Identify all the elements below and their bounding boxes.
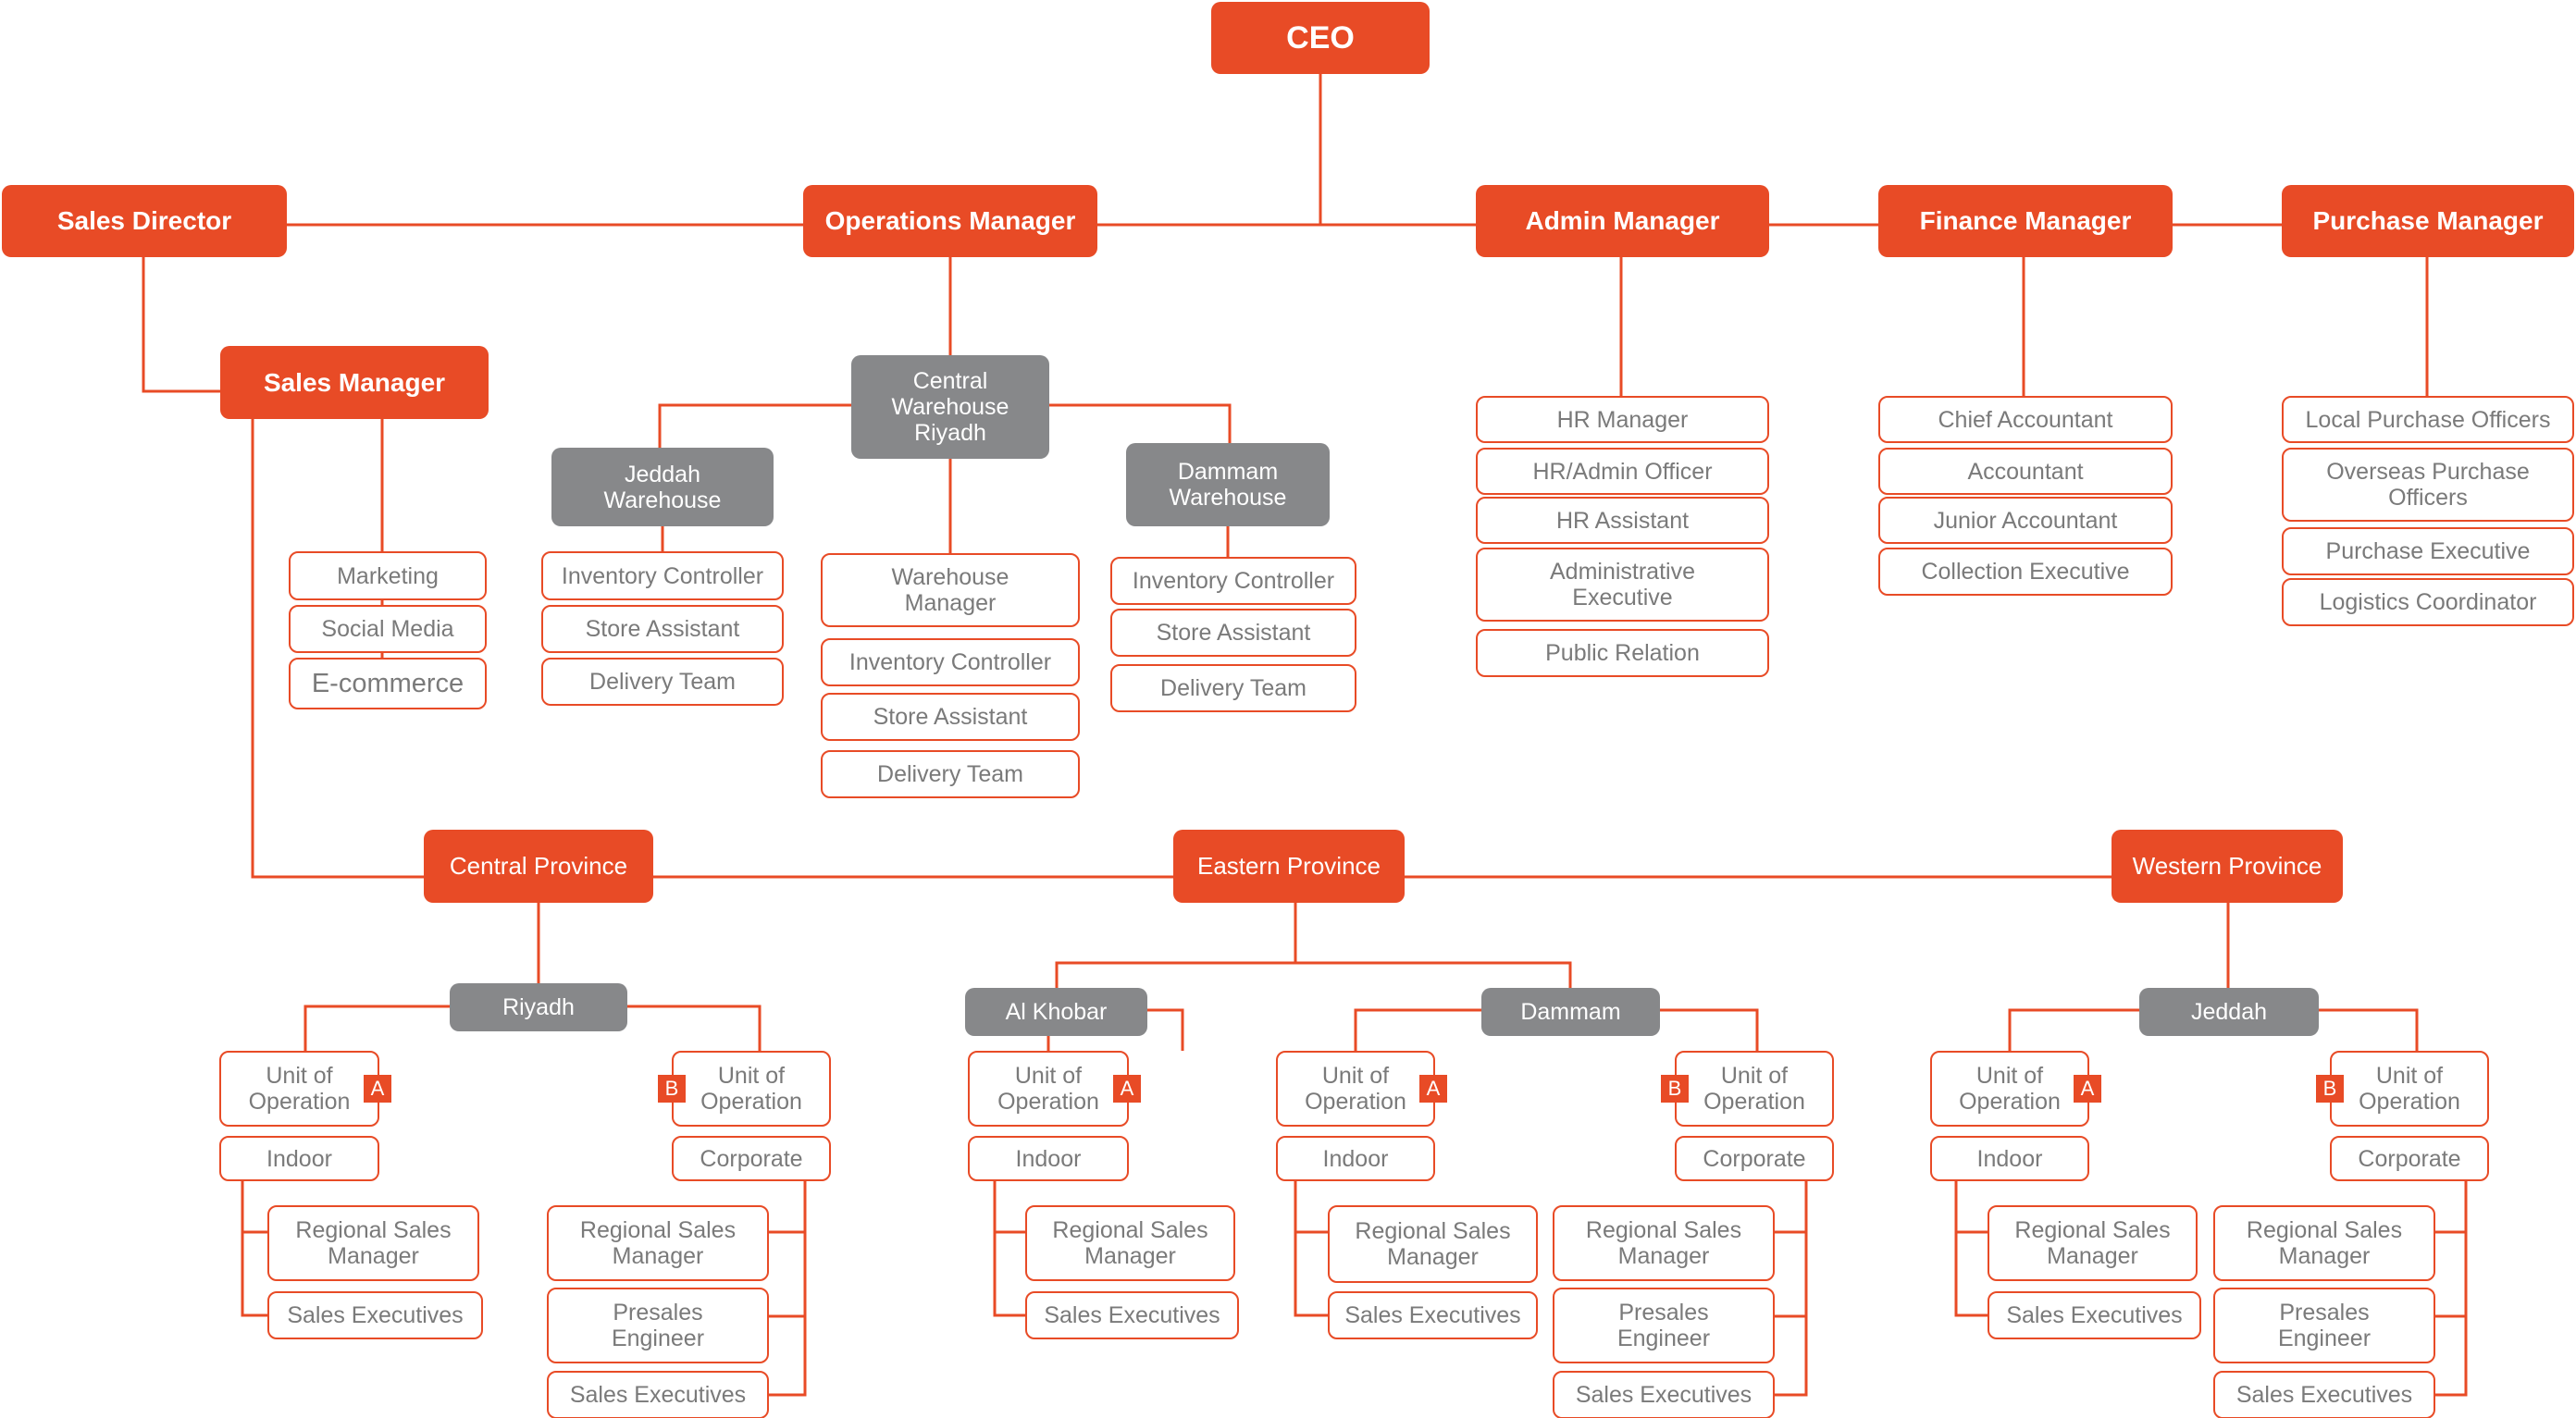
jeddah-inventory-controller-box: Inventory Controller [541, 551, 784, 600]
purchase-executive-box: Purchase Executive [2282, 527, 2574, 575]
dammam-unit-b-box: Unit of Operation [1675, 1051, 1834, 1127]
al-khobar-indoor-box: Indoor [968, 1136, 1129, 1181]
jeddah-sales-executives-b-box: Sales Executives [2213, 1371, 2435, 1418]
riyadh-corporate-box: Corporate [672, 1136, 831, 1181]
logistics-coordinator-box: Logistics Coordinator [2282, 578, 2574, 626]
dammam-regional-sales-manager-box: Regional Sales Manager [1328, 1205, 1538, 1283]
jeddah-regional-sales-manager-box: Regional Sales Manager [1988, 1205, 2198, 1281]
dammam-store-assistant-box: Store Assistant [1110, 609, 1356, 657]
central-warehouse-box: Central Warehouse Riyadh [851, 355, 1049, 459]
jeddah-unit-a-box: Unit of Operation [1930, 1051, 2089, 1127]
dammam-presales-engineer-box: Presales Engineer [1553, 1288, 1775, 1363]
marketing-box: Marketing [289, 551, 487, 600]
al-khobar-city-box: Al Khobar [965, 988, 1147, 1036]
warehouse-manager-box: Warehouse Manager [821, 553, 1080, 627]
jeddah-city-box: Jeddah [2139, 988, 2319, 1036]
admin-manager-box: Admin Manager [1476, 185, 1769, 257]
overseas-purchase-officers-box: Overseas Purchase Officers [2282, 448, 2574, 522]
dammam-inventory-controller-box: Inventory Controller [1110, 557, 1356, 605]
riyadh-unit-b-tag: B [658, 1075, 686, 1103]
central-delivery-team-box: Delivery Team [821, 750, 1080, 798]
riyadh-unit-a-tag: A [364, 1075, 391, 1103]
western-province-box: Western Province [2112, 830, 2343, 903]
jeddah-unit-b-tag: B [2316, 1075, 2344, 1103]
jeddah-unit-a-tag: A [2074, 1075, 2101, 1103]
operations-manager-box: Operations Manager [803, 185, 1097, 257]
eastern-province-box: Eastern Province [1173, 830, 1405, 903]
accountant-box: Accountant [1878, 448, 2173, 495]
finance-manager-box: Finance Manager [1878, 185, 2173, 257]
riyadh-regional-sales-manager-b-box: Regional Sales Manager [547, 1205, 769, 1281]
purchase-manager-box: Purchase Manager [2282, 185, 2574, 257]
local-purchase-officers-box: Local Purchase Officers [2282, 396, 2574, 443]
riyadh-sales-executives-a-box: Sales Executives [267, 1291, 483, 1339]
jeddah-corporate-box: Corporate [2330, 1136, 2489, 1181]
social-media-box: Social Media [289, 605, 487, 653]
jeddah-unit-b-box: Unit of Operation [2330, 1051, 2489, 1127]
chief-accountant-box: Chief Accountant [1878, 396, 2173, 443]
hr-manager-box: HR Manager [1476, 396, 1769, 443]
central-store-assistant-box: Store Assistant [821, 693, 1080, 741]
ceo-box: CEO [1211, 2, 1430, 74]
dammam-unit-a-box: Unit of Operation [1276, 1051, 1435, 1127]
administrative-executive-box: Administrative Executive [1476, 548, 1769, 622]
junior-accountant-box: Junior Accountant [1878, 497, 2173, 544]
riyadh-unit-b-box: Unit of Operation [672, 1051, 831, 1127]
riyadh-unit-a-box: Unit of Operation [219, 1051, 379, 1127]
al-khobar-regional-sales-manager-box: Regional Sales Manager [1025, 1205, 1235, 1281]
riyadh-presales-engineer-box: Presales Engineer [547, 1288, 769, 1363]
riyadh-indoor-box: Indoor [219, 1136, 379, 1181]
dammam-city-box: Dammam [1481, 988, 1660, 1036]
sales-director-box: Sales Director [2, 185, 287, 257]
jeddah-sales-executives-a-box: Sales Executives [1988, 1291, 2201, 1339]
jeddah-presales-engineer-box: Presales Engineer [2213, 1288, 2435, 1363]
riyadh-sales-executives-b-box: Sales Executives [547, 1371, 769, 1418]
al-khobar-unit-a-box: Unit of Operation [968, 1051, 1129, 1127]
central-inventory-controller-box: Inventory Controller [821, 638, 1080, 686]
dammam-sales-executives-b-box: Sales Executives [1553, 1371, 1775, 1418]
jeddah-indoor-box: Indoor [1930, 1136, 2089, 1181]
dammam-regional-sales-manager-b-box: Regional Sales Manager [1553, 1205, 1775, 1281]
al-khobar-sales-executives-box: Sales Executives [1025, 1291, 1239, 1339]
central-province-box: Central Province [424, 830, 653, 903]
public-relation-box: Public Relation [1476, 629, 1769, 677]
al-khobar-unit-a-tag: A [1113, 1075, 1141, 1103]
jeddah-store-assistant-box: Store Assistant [541, 605, 784, 653]
jeddah-regional-sales-manager-b-box: Regional Sales Manager [2213, 1205, 2435, 1281]
riyadh-regional-sales-manager-box: Regional Sales Manager [267, 1205, 479, 1281]
dammam-sales-executives-a-box: Sales Executives [1328, 1291, 1538, 1339]
dammam-delivery-team-box: Delivery Team [1110, 664, 1356, 712]
hr-assistant-box: HR Assistant [1476, 497, 1769, 544]
collection-executive-box: Collection Executive [1878, 548, 2173, 596]
dammam-unit-b-tag: B [1661, 1075, 1689, 1103]
sales-manager-box: Sales Manager [220, 346, 489, 419]
dammam-indoor-box: Indoor [1276, 1136, 1435, 1181]
jeddah-delivery-team-box: Delivery Team [541, 658, 784, 706]
ecommerce-box: E-commerce [289, 658, 487, 709]
dammam-corporate-box: Corporate [1675, 1136, 1834, 1181]
hr-admin-officer-box: HR/Admin Officer [1476, 448, 1769, 495]
dammam-warehouse-box: Dammam Warehouse [1126, 443, 1330, 526]
jeddah-warehouse-box: Jeddah Warehouse [551, 448, 774, 526]
dammam-unit-a-tag: A [1419, 1075, 1447, 1103]
riyadh-city-box: Riyadh [450, 983, 627, 1031]
